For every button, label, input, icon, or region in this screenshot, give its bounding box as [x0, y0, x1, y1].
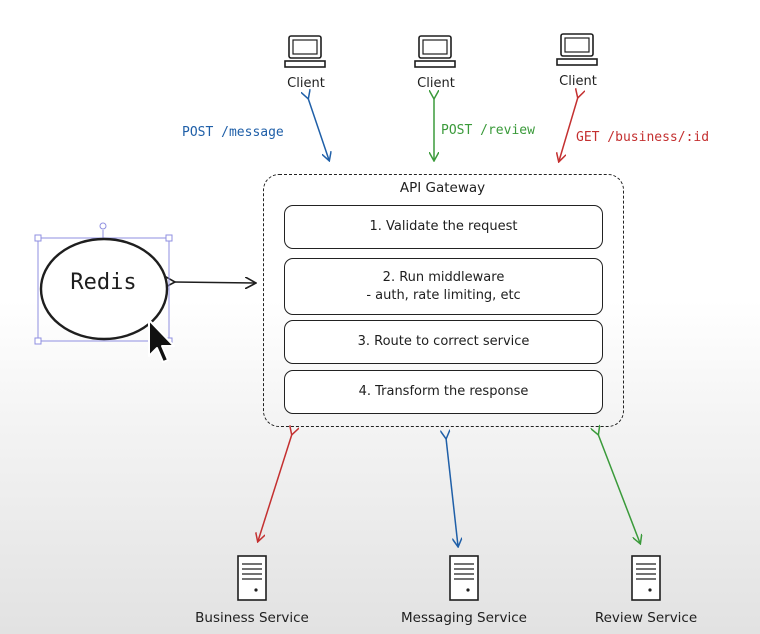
redis-label[interactable]: Redis — [70, 270, 137, 295]
service-label: Messaging Service — [401, 610, 527, 626]
client-node[interactable]: Client — [396, 34, 476, 91]
gateway-step-label: 2. Run middleware - auth, rate limiting,… — [366, 269, 521, 303]
gateway-step-label: 3. Route to correct service — [357, 334, 530, 349]
client-label: Client — [417, 76, 455, 91]
server-icon — [237, 555, 267, 601]
monitor-icon — [414, 35, 456, 68]
server-icon — [631, 555, 661, 601]
client-label: Client — [287, 76, 325, 91]
edge-label-post-message: POST /message — [182, 125, 284, 140]
server-icon — [449, 555, 479, 601]
monitor-icon — [556, 33, 598, 66]
selection-handle — [34, 234, 42, 242]
selection-rotate-handle — [99, 222, 107, 230]
cursor-icon — [148, 319, 175, 363]
client-label: Client — [559, 74, 597, 89]
service-label: Review Service — [594, 610, 698, 626]
service-node-review[interactable]: Review Service — [566, 552, 726, 626]
client-node[interactable]: Client — [266, 34, 346, 91]
gateway-step-middleware[interactable]: 2. Run middleware - auth, rate limiting,… — [284, 258, 603, 315]
edge-label-get-business: GET /business/:id — [576, 130, 710, 145]
client-node[interactable]: Client — [538, 32, 618, 89]
gateway-step-transform[interactable]: 4. Transform the response — [284, 370, 603, 414]
service-node-business[interactable]: Business Service — [172, 552, 332, 626]
gateway-step-label: 1. Validate the request — [369, 219, 518, 234]
selection-handle — [34, 337, 42, 345]
gateway-step-label: 4. Transform the response — [358, 384, 529, 399]
edge-business-service — [258, 434, 292, 541]
service-node-messaging[interactable]: Messaging Service — [384, 552, 544, 626]
api-gateway-title: API Gateway — [399, 180, 486, 196]
edge-redis-gateway — [174, 282, 255, 283]
edge-get-business — [559, 97, 578, 161]
monitor-icon — [284, 35, 326, 68]
edge-messaging-service — [446, 438, 458, 546]
selection-handle — [165, 234, 173, 242]
api-gateway-container[interactable] — [263, 174, 624, 427]
gateway-step-validate[interactable]: 1. Validate the request — [284, 205, 603, 249]
gateway-step-route[interactable]: 3. Route to correct service — [284, 320, 603, 364]
edge-post-message — [308, 98, 329, 160]
service-label: Business Service — [195, 610, 309, 626]
redis-ellipse — [39, 237, 169, 341]
edge-label-post-review: POST /review — [441, 123, 535, 138]
edge-review-service — [598, 434, 640, 543]
